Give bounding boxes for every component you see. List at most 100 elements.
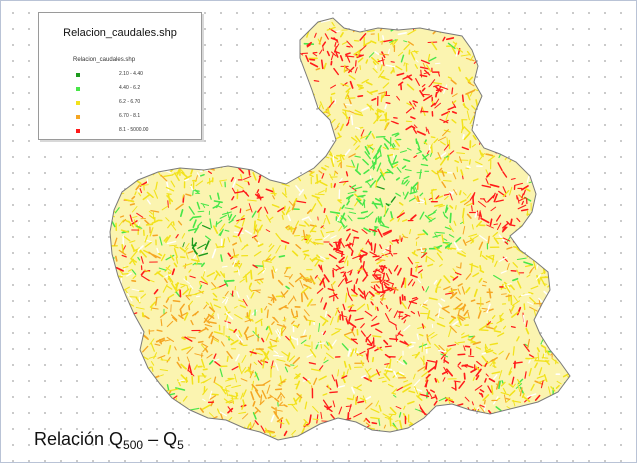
flow-segment	[353, 284, 355, 291]
flow-segment	[284, 52, 289, 60]
flow-segment	[527, 338, 530, 349]
flow-segment	[506, 439, 509, 440]
flow-segment	[395, 238, 399, 244]
flow-segment	[528, 358, 532, 364]
flow-segment	[369, 89, 379, 94]
flow-segment	[209, 394, 217, 400]
flow-segment	[260, 394, 263, 405]
flow-segment	[433, 420, 440, 425]
flow-segment	[283, 404, 288, 408]
flow-segment	[421, 323, 425, 329]
flow-segment	[446, 423, 449, 434]
flow-segment	[472, 376, 475, 381]
flow-segment	[330, 96, 333, 105]
flow-segment	[232, 100, 236, 105]
flow-segment	[118, 386, 125, 391]
flow-segment	[408, 300, 418, 305]
flow-segment	[320, 154, 325, 158]
flow-segment	[160, 318, 163, 327]
flow-segment	[292, 79, 296, 87]
flow-segment	[265, 158, 268, 168]
flow-segment	[309, 174, 314, 178]
flow-segment	[518, 413, 522, 422]
flow-segment	[529, 356, 540, 360]
flow-segment	[287, 297, 294, 305]
flow-segment	[332, 281, 336, 285]
flow-segment	[473, 88, 479, 92]
flow-segment	[348, 74, 356, 80]
flow-segment	[237, 167, 245, 174]
flow-segment	[347, 66, 355, 74]
flow-segment	[238, 299, 245, 303]
flow-segment	[183, 312, 189, 321]
flow-segment	[493, 69, 500, 75]
flow-segment	[523, 303, 526, 311]
flow-segment	[414, 187, 418, 193]
flow-segment	[319, 365, 324, 371]
flow-segment	[576, 327, 577, 332]
flow-segment	[302, 141, 308, 149]
flow-segment	[267, 72, 277, 78]
flow-segment	[487, 26, 491, 31]
flow-segment	[276, 358, 286, 362]
flow-segment	[420, 59, 430, 65]
flow-segment	[264, 172, 272, 177]
flow-segment	[429, 152, 433, 157]
flow-segment	[305, 19, 311, 28]
flow-segment	[504, 284, 511, 293]
flow-segment	[333, 171, 336, 176]
flow-segment	[334, 41, 337, 47]
flow-segment	[538, 403, 547, 410]
flow-segment	[273, 143, 277, 148]
flow-segment	[373, 118, 379, 124]
flow-segment	[247, 95, 256, 99]
flow-segment	[244, 334, 248, 341]
flow-segment	[319, 181, 328, 187]
flow-segment	[257, 218, 262, 222]
flow-segment	[502, 256, 508, 262]
flow-segment	[323, 359, 329, 364]
flow-segment	[321, 173, 325, 179]
flow-segment	[110, 269, 114, 275]
flow-segment	[235, 442, 240, 443]
flow-segment	[114, 274, 123, 278]
flow-segment	[389, 338, 399, 341]
flow-segment	[388, 446, 393, 447]
flow-segment	[555, 105, 566, 109]
flow-segment	[315, 67, 321, 71]
flow-segment	[389, 241, 393, 245]
flow-segment	[513, 88, 519, 95]
flow-segment	[554, 74, 562, 80]
flow-segment	[441, 110, 451, 116]
flow-segment	[303, 194, 307, 200]
flow-segment	[547, 53, 557, 58]
flow-segment	[446, 421, 453, 426]
flow-segment	[224, 291, 229, 297]
flow-segment	[474, 385, 483, 391]
flow-segment	[151, 392, 156, 396]
flow-segment	[185, 422, 188, 427]
flow-segment	[551, 357, 559, 364]
flow-segment	[404, 191, 409, 200]
flow-segment	[110, 144, 116, 152]
flow-segment	[430, 79, 436, 85]
flow-segment	[338, 256, 345, 263]
flow-segment	[492, 192, 496, 199]
flow-segment	[360, 134, 369, 139]
flow-segment	[275, 362, 279, 371]
flow-segment	[336, 43, 340, 48]
flow-segment	[244, 74, 253, 80]
flow-segment	[454, 416, 459, 425]
flow-segment	[542, 353, 545, 359]
map-legend[interactable]: Relacion_caudales.shp Relacion_caudales.…	[38, 12, 202, 140]
flow-segment	[132, 275, 137, 280]
flow-segment	[568, 415, 570, 423]
flow-segment	[413, 155, 418, 158]
flow-segment	[327, 287, 335, 292]
flow-segment	[464, 345, 471, 348]
flow-segment	[334, 424, 339, 431]
flow-segment	[527, 232, 534, 240]
flow-segment	[144, 234, 149, 243]
flow-segment	[211, 93, 220, 97]
